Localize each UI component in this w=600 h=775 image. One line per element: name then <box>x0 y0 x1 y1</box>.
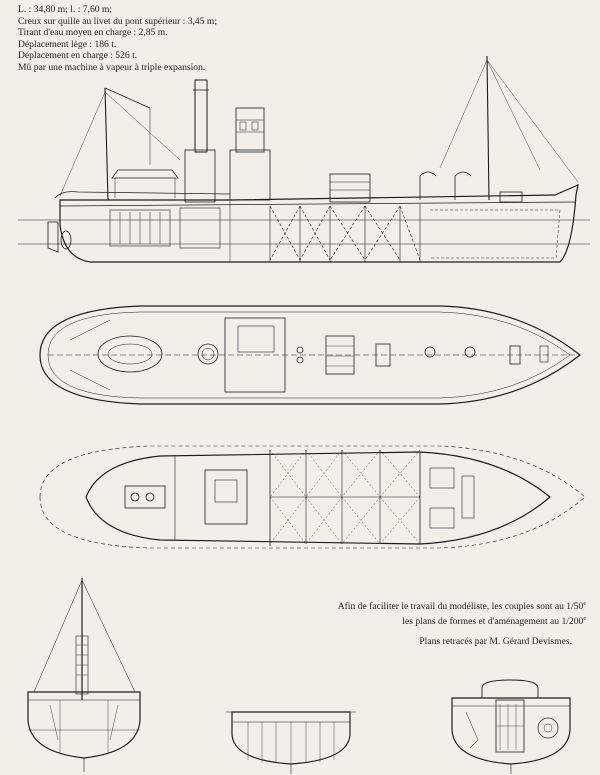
funnel-plan <box>197 343 219 365</box>
bridge-deck-plan <box>224 317 286 393</box>
propeller <box>60 230 72 250</box>
wheelhouse <box>235 107 265 153</box>
spec-line-draught: Tirant d'eau moyen en charge : 2,85 m. <box>18 27 168 39</box>
frame-section-engine <box>451 679 571 774</box>
hold-frames <box>269 205 421 261</box>
funnel <box>194 79 208 153</box>
specifications-block: L. : 34,80 m; l. : 7,60 m; Creux sur qui… <box>18 4 318 74</box>
spec-line-loaded-displacement: Déplacement en charge : 526 t. <box>18 50 138 62</box>
crew-cabin <box>429 467 455 489</box>
ventilator-2 <box>454 171 472 200</box>
deck-plan-view <box>39 305 581 405</box>
deck-boat <box>97 335 163 373</box>
aft-mast <box>104 87 109 201</box>
hold-outline <box>85 451 551 545</box>
caption-line-plans: les plans de formes et d'aménagement au … <box>266 613 586 628</box>
engine-plan <box>124 485 166 509</box>
hatch-2-plan <box>375 343 391 367</box>
section-casing <box>481 679 539 698</box>
caption-frames-text: Afin de faciliter le travail du modélist… <box>337 601 584 613</box>
section-flywheel <box>537 717 559 739</box>
caption-line-frames: Afin de faciliter le travail du modélist… <box>266 598 586 613</box>
caption-plans-text: les plans de formes et d'aménagement au … <box>402 616 584 628</box>
spec-line-engine: Mû par une machine à vapeur à triple exp… <box>18 61 206 73</box>
scale-caption: Afin de faciliter le travail du modélist… <box>266 598 586 628</box>
section-hull-3 <box>451 697 571 765</box>
spec-line-light-displacement: Déplacement lège : 186 t. <box>18 38 117 50</box>
deck-outline <box>39 305 581 405</box>
ventilator-plan <box>424 346 436 358</box>
spec-line-depth: Creux sur quille au livet du pont supéri… <box>18 15 218 27</box>
bridge-block <box>229 149 271 201</box>
aft-shelter <box>111 169 179 179</box>
midship-house <box>184 149 216 203</box>
rudder <box>47 221 59 253</box>
windlass-plan <box>509 345 521 365</box>
spec-line-dimensions: L. : 34,80 m; l. : 7,60 m; <box>18 4 113 15</box>
engine-room <box>109 209 171 247</box>
hold-bracing <box>269 449 421 545</box>
main-deck-line <box>59 201 576 207</box>
derrick <box>104 87 151 109</box>
boiler-room <box>179 207 221 249</box>
caption-plans-sup: e <box>583 616 586 623</box>
frame-section-aft <box>27 578 141 772</box>
stern-bulwark <box>54 191 231 199</box>
boiler-plan <box>204 469 248 525</box>
ventilator-1 <box>419 171 437 200</box>
hatch-1-plan <box>325 335 355 375</box>
caption-frames-sup: e <box>583 601 586 607</box>
frame-section-midship <box>226 711 356 774</box>
hatch-coaming <box>329 173 371 203</box>
section-hull-1 <box>27 691 141 759</box>
hold-plan-view <box>39 445 586 549</box>
fore-mast <box>486 55 490 201</box>
plans-credit: Plans retracés par M. Gérard Devismes. <box>419 636 572 647</box>
hull-profile <box>59 183 579 263</box>
profile-view <box>18 55 590 263</box>
sheer-outline <box>39 445 586 549</box>
windlass <box>499 191 523 203</box>
